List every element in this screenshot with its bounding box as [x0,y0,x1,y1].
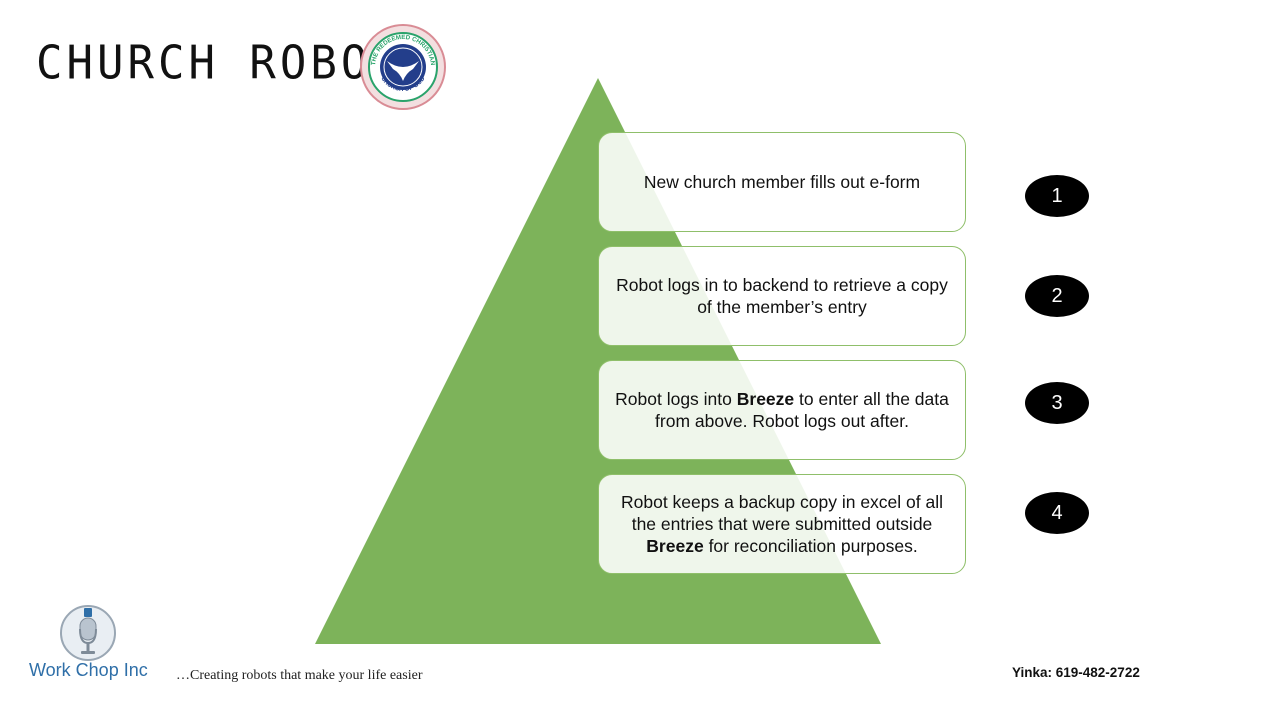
step-box-3: Robot logs into Breeze to enter all the … [598,360,966,460]
rccg-logo: THE REDEEMED CHRISTIAN CHURCH OF GOD [360,24,446,110]
work-chop-logo-icon [60,605,116,661]
company-name: Work Chop Inc [29,660,148,680]
step-number-2: 2 [1025,275,1089,317]
step-number-3: 3 [1025,382,1089,424]
step-text-3: Robot logs into Breeze to enter all the … [615,389,949,431]
step-number-4: 4 [1025,492,1089,534]
step-box-2: Robot logs in to backend to retrieve a c… [598,246,966,346]
page-title: CHURCH ROBOT [36,36,402,91]
step-text-4: Robot keeps a backup copy in excel of al… [621,492,943,556]
contact-info: Yinka: 619-482-2722 [1012,665,1140,680]
step-text-1: New church member fills out e-form [643,172,921,192]
step-box-1: New church member fills out e-form [598,132,966,232]
step-box-4: Robot keeps a backup copy in excel of al… [598,474,966,574]
step-text-2: Robot logs in to backend to retrieve a c… [616,275,948,317]
tagline: …Creating robots that make your life eas… [176,668,423,683]
step-number-1: 1 [1025,175,1089,217]
